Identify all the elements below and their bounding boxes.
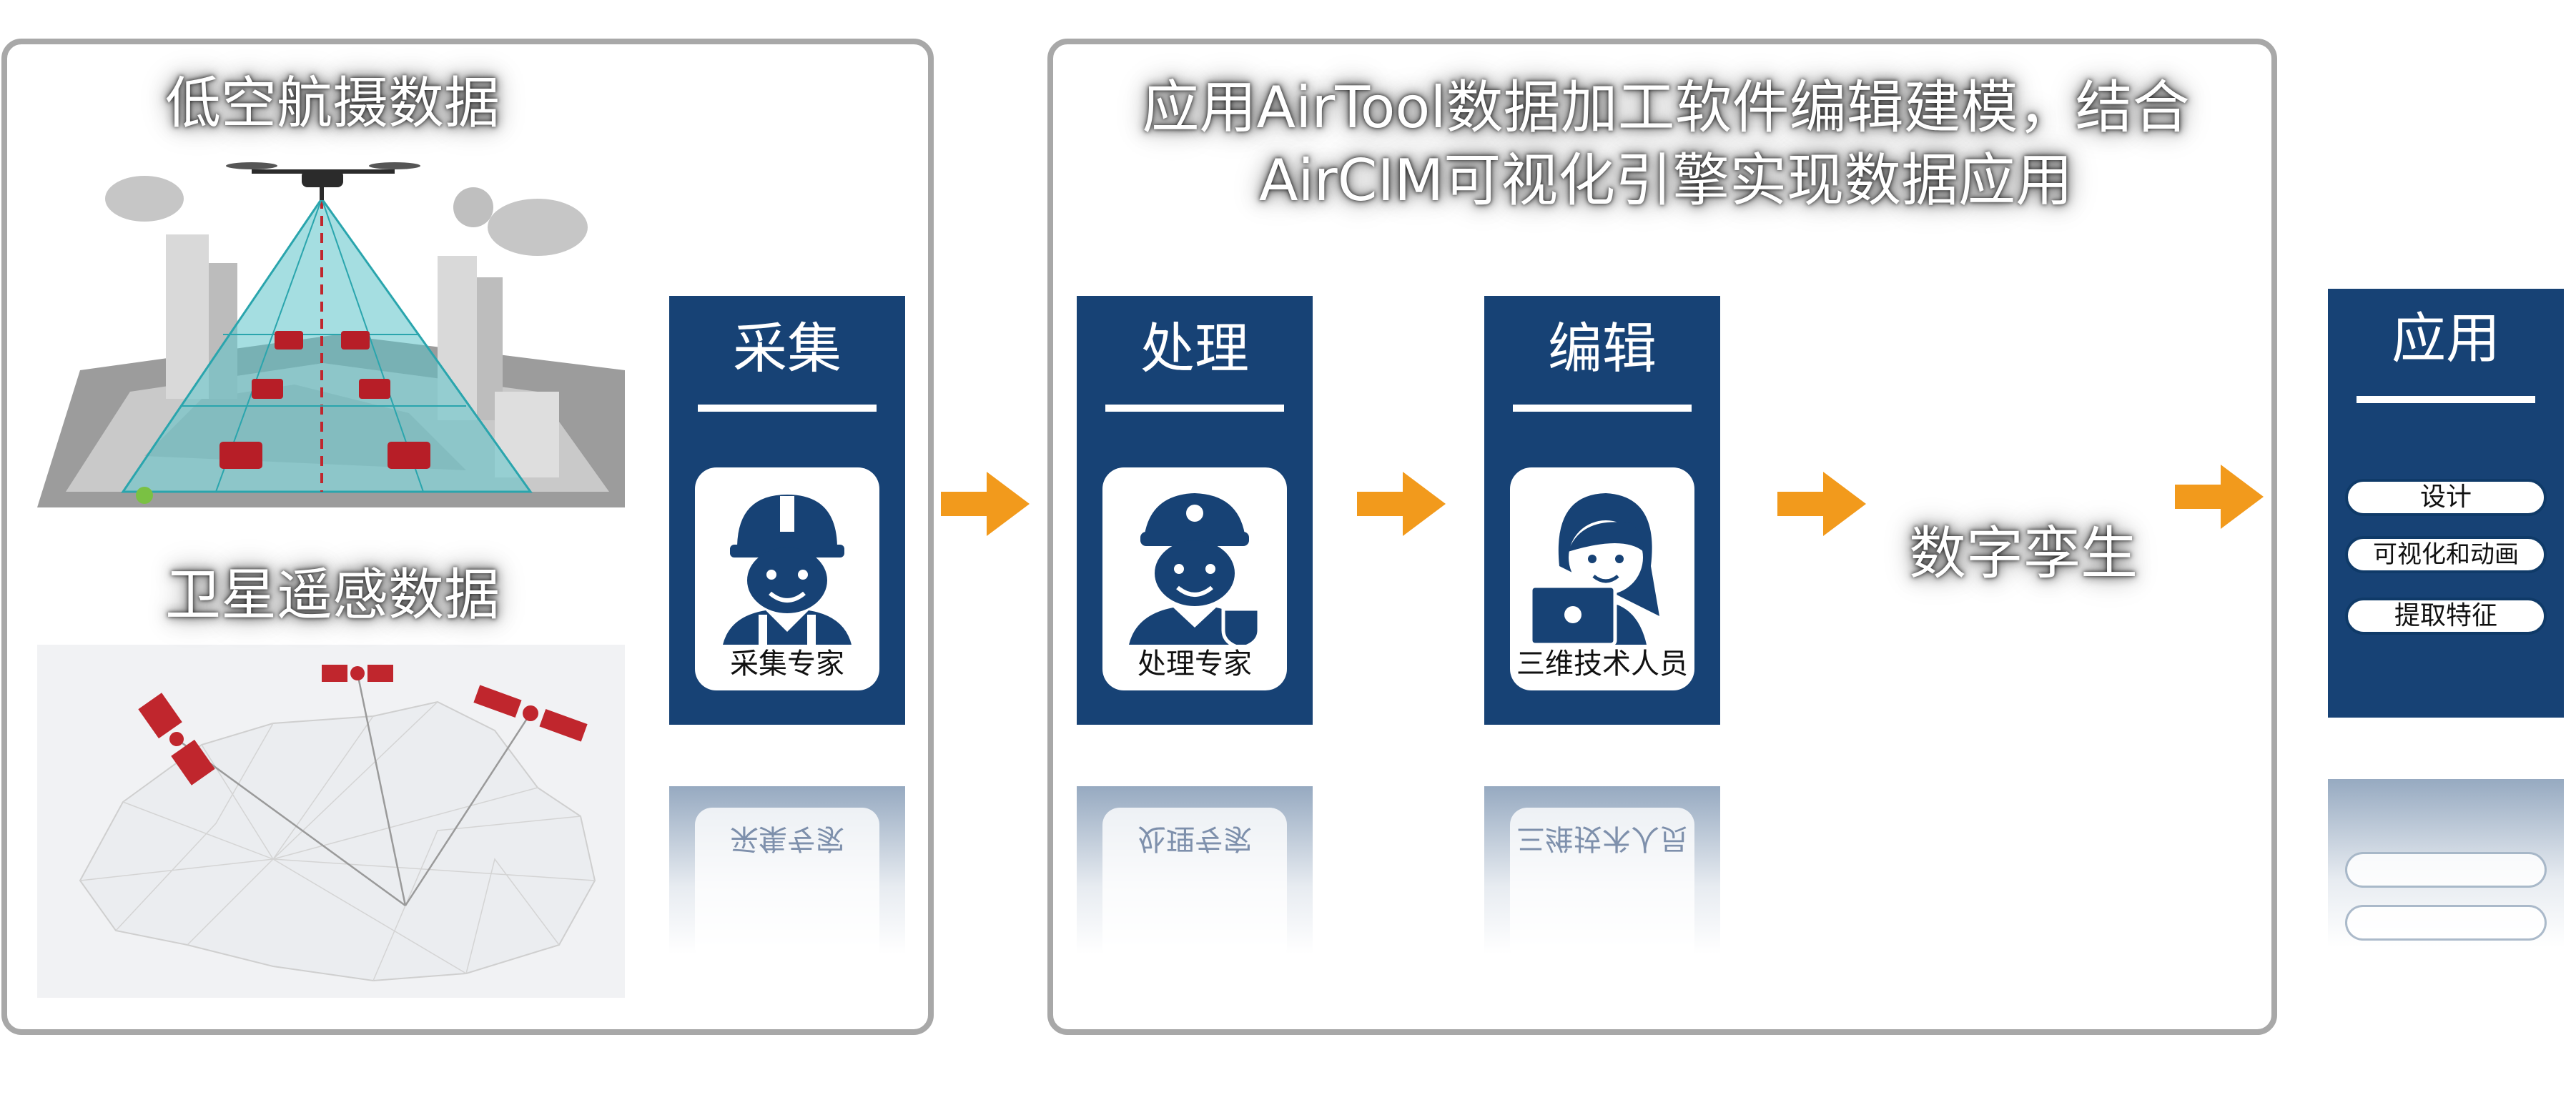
role-label: 三维技术人员 [1516,648,1688,680]
apply-item-extract-features: 提取特征 [2345,598,2547,635]
woman-laptop-icon [1529,493,1659,645]
satellite-data-label: 卫星遥感数据 [164,563,500,628]
divider [1105,405,1284,412]
digital-twin-label: 数字孪生 [1909,520,2138,587]
orange-right-arrow-icon [2175,465,2264,529]
stage-card-edit: 编辑 三维技术人员 [1484,296,1720,725]
divider [1513,405,1692,412]
orange-right-arrow-icon [1357,472,1446,536]
aerial-data-label: 低空航摄数据 [164,71,500,136]
stage-title: 编辑 [1548,317,1657,380]
orange-right-arrow-icon [941,472,1030,536]
process-description: 应用AirTool数据加工软件编辑建模，结合AirCIM可视化引擎实现数据应用 [1142,74,2190,214]
card-reflection: 采集专家 [669,786,905,954]
card-reflection [2328,779,2564,947]
stage-title: 采集 [733,317,842,380]
card-reflection: 三维技术人员 [1484,786,1720,954]
stage-title: 应用 [2392,307,2500,370]
role-tile: 处理专家 [1102,467,1287,690]
role-label: 采集专家 [730,648,844,680]
divider [698,405,877,412]
hardhat-worker-icon [723,495,852,645]
apply-item-design: 设计 [2345,479,2547,516]
stage-card-process: 处理 处理专家 [1077,296,1313,725]
stage-card-apply: 应用 设计 可视化和动画 提取特征 [2328,289,2564,718]
role-label: 处理专家 [1138,648,1252,680]
divider [2357,396,2535,403]
apply-item-visualization: 可视化和动画 [2345,536,2547,573]
orange-right-arrow-icon [1777,472,1866,536]
role-tile: 三维技术人员 [1510,467,1694,690]
card-reflection: 处理专家 [1077,786,1313,954]
aerial-survey-image [37,156,625,507]
officer-shield-icon [1129,493,1261,645]
stage-card-collect: 采集 采集专家 [669,296,905,725]
satellite-survey-image [37,645,625,998]
satellite-icon [138,665,588,786]
drone-icon [226,162,420,200]
role-tile: 采集专家 [695,467,879,690]
stage-title: 处理 [1140,317,1249,380]
